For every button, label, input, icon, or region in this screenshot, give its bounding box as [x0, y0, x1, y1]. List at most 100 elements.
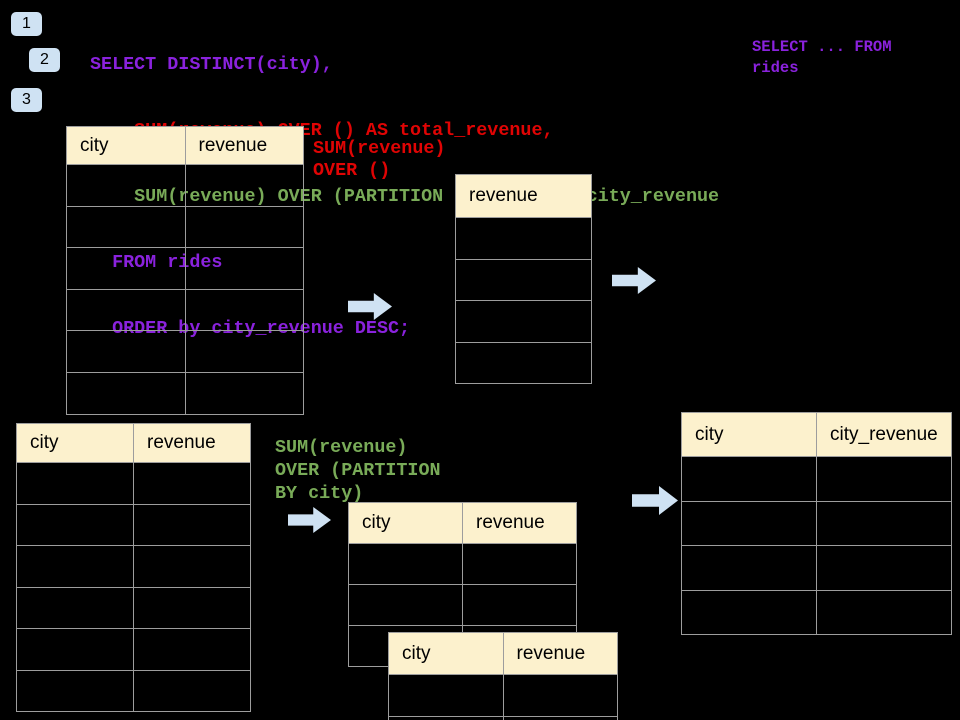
table-row [455, 300, 592, 343]
empty-cell [184, 288, 304, 332]
sql-line-order: ORDER by city_revenue DESC; [90, 318, 411, 339]
table-row [388, 716, 618, 720]
empty-cell [66, 247, 186, 290]
empty-cell [455, 300, 592, 343]
column-header: city [681, 412, 817, 457]
column-header: revenue [462, 502, 577, 544]
table-header-row: revenue [455, 174, 592, 218]
empty-cell [16, 545, 134, 588]
empty-cell [462, 543, 577, 585]
empty-cell [816, 545, 952, 591]
step-badge-2: 2 [29, 48, 60, 72]
empty-cell [133, 462, 251, 505]
empty-cell [133, 503, 251, 546]
empty-cell [816, 456, 952, 502]
empty-cell [348, 543, 463, 585]
table-row [16, 462, 251, 505]
table-row [66, 247, 304, 290]
empty-cell [388, 674, 504, 717]
table-row [16, 586, 251, 629]
table-row [66, 164, 304, 207]
table-row [66, 330, 304, 373]
column-header: revenue [184, 126, 304, 165]
empty-cell [16, 503, 134, 546]
empty-cell [455, 258, 592, 301]
empty-cell [184, 330, 304, 373]
table-row [455, 341, 592, 384]
step-badge-1: 1 [11, 12, 42, 36]
column-header: revenue [502, 632, 618, 675]
table-row [388, 674, 618, 717]
empty-cell [133, 669, 251, 712]
select-from-rides-note: SELECT ... FROM rides [752, 38, 892, 77]
empty-cell [681, 589, 817, 635]
table-row [681, 589, 952, 635]
empty-cell [184, 371, 304, 415]
empty-cell [455, 341, 592, 384]
table-row [681, 545, 952, 591]
empty-cell [16, 669, 134, 712]
table-row [681, 500, 952, 546]
table-row [66, 288, 304, 332]
column-header: city [388, 632, 504, 675]
right-arrow-icon [348, 293, 392, 320]
column-header: city [348, 502, 463, 544]
empty-cell [66, 371, 186, 415]
table-row [455, 258, 592, 301]
empty-cell [681, 545, 817, 591]
right-arrow-icon [288, 507, 331, 533]
table-row [66, 371, 304, 415]
empty-cell [681, 456, 817, 502]
empty-cell [502, 674, 618, 717]
table-row [16, 669, 251, 712]
sql-line-from: FROM rides [90, 252, 223, 273]
sum-over-annotation: SUM(revenue) OVER () [313, 138, 446, 181]
table-row [16, 545, 251, 588]
empty-cell [16, 628, 134, 671]
sum-partition-annotation: SUM(revenue) OVER (PARTITION BY city) [275, 437, 441, 504]
empty-cell [66, 205, 186, 249]
table-row [16, 503, 251, 546]
empty-cell [816, 589, 952, 635]
empty-cell [184, 164, 304, 207]
empty-cell [133, 586, 251, 629]
table-row [66, 205, 304, 249]
column-header: revenue [455, 174, 592, 218]
table-row [455, 217, 592, 260]
column-header: city_revenue [816, 412, 952, 457]
column-header: revenue [133, 423, 251, 463]
right-arrow-icon [632, 486, 678, 515]
empty-cell [502, 716, 618, 720]
empty-cell [66, 164, 186, 207]
empty-cell [681, 500, 817, 546]
empty-cell [133, 628, 251, 671]
empty-cell [133, 545, 251, 588]
empty-cell [184, 247, 304, 290]
empty-cell [455, 217, 592, 260]
column-header: city [66, 126, 186, 165]
empty-cell [348, 584, 463, 626]
table-row [348, 584, 577, 626]
table-total-revenue-result: revenue [455, 174, 592, 384]
empty-cell [462, 584, 577, 626]
empty-cell [66, 288, 186, 332]
empty-cell [184, 205, 304, 249]
empty-cell [16, 462, 134, 505]
table-row [681, 456, 952, 502]
table-row [348, 543, 577, 585]
step-badge-3: 3 [11, 88, 42, 112]
empty-cell [388, 716, 504, 720]
right-arrow-icon [612, 267, 656, 294]
empty-cell [816, 500, 952, 546]
